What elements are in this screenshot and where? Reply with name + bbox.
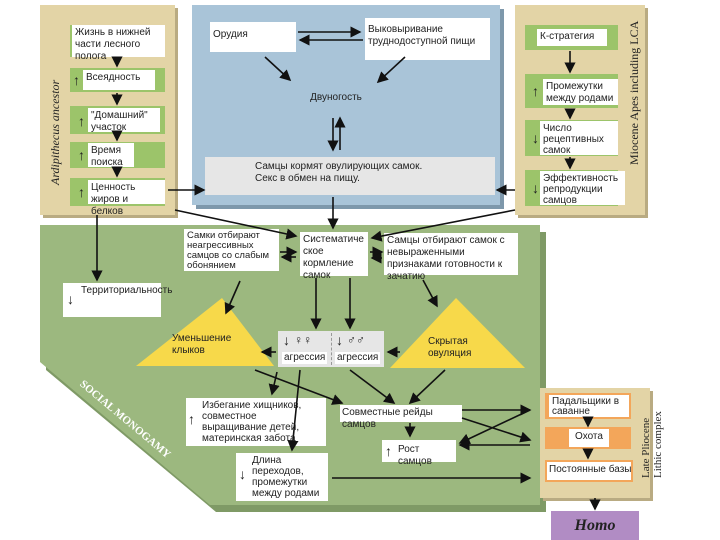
- up-arrow-icon: ↑: [78, 184, 85, 200]
- miocene-item-3: ↓Эффективность репродукции самцов: [525, 170, 625, 206]
- down-arrow-icon: ↓: [239, 466, 246, 482]
- homo-box: Homo: [551, 511, 639, 540]
- miocene-item-0: К-стратегия: [525, 25, 618, 50]
- ardi-item-2: ↑"Домашний" участок: [70, 106, 165, 134]
- male-growth-box: ↑Рост самцов: [382, 440, 456, 467]
- systematic-feeding-box: Систематическое кормление самок: [300, 232, 368, 281]
- down-arrow-icon: ↓: [532, 180, 539, 196]
- bipedalism-label: Двуногость: [310, 92, 362, 103]
- ovulation-triangle: [390, 298, 525, 368]
- canine-reduction-label: Уменьшение клыков: [172, 333, 232, 356]
- extraction-box: Выковыривание труднодоступной пищи: [365, 18, 490, 60]
- up-arrow-icon: ↑: [188, 411, 195, 427]
- up-arrow-icon: ↑: [78, 147, 85, 163]
- male-choice-box: Самцы отбирают самок с невыраженными при…: [384, 233, 518, 282]
- pliocene-item-1: Охота: [545, 427, 631, 449]
- down-arrow-icon: ↓: [67, 291, 74, 307]
- up-arrow-icon: ↑: [385, 443, 392, 459]
- ardi-item-1: ↑Всеядность: [70, 68, 165, 92]
- aggression-box: ↓ ♀♀ агрессия ↓ ♂♂ агрессия: [278, 331, 384, 367]
- pliocene-item-0: Падальщики в саванне: [545, 393, 631, 419]
- pliocene-item-2: Постоянные базы: [545, 460, 633, 482]
- male-aggression: агрессия: [335, 352, 381, 364]
- predator-avoidance-box: ↑Избегание хищников, совместное выращива…: [186, 398, 326, 446]
- male-symbol: ♂♂: [347, 333, 365, 347]
- down-arrow-icon: ↓: [532, 130, 539, 146]
- ardi-item-4: ↑Ценность жиров и белков: [70, 178, 165, 217]
- up-arrow-icon: ↑: [78, 113, 85, 129]
- concealed-ovulation-label: Скрытая овуляция: [428, 336, 472, 359]
- female-choice-box: Самки отбирают неагрессивных самцов со с…: [184, 229, 279, 271]
- miocene-item-2: ↓Число рецептивных самок: [525, 120, 618, 156]
- canine-triangle: [136, 298, 274, 366]
- down-arrow-icon: ↓: [283, 332, 290, 348]
- travel-length-box: ↓Длина переходов, промежутки между родам…: [236, 453, 328, 501]
- miocene-item-1: ↑Промежутки между родами: [525, 74, 618, 108]
- up-arrow-icon: ↑: [532, 83, 539, 99]
- provisioning-box: Самцы кормят овулирующих самок. Секс в о…: [205, 157, 495, 195]
- ardi-item-3: ↑Время поиска: [70, 142, 165, 168]
- up-arrow-icon: ↑: [73, 72, 80, 88]
- female-aggression: агрессия: [282, 352, 328, 364]
- female-symbol: ♀♀: [294, 333, 312, 347]
- ardi-item-0: Жизнь в нижней части лесного полога: [70, 25, 165, 62]
- down-arrow-icon: ↓: [336, 332, 343, 348]
- tools-box: Орудия: [210, 22, 296, 52]
- territoriality-box: ↓Территориальность: [63, 283, 172, 317]
- joint-raids-box: Совместные рейды самцов: [340, 405, 462, 430]
